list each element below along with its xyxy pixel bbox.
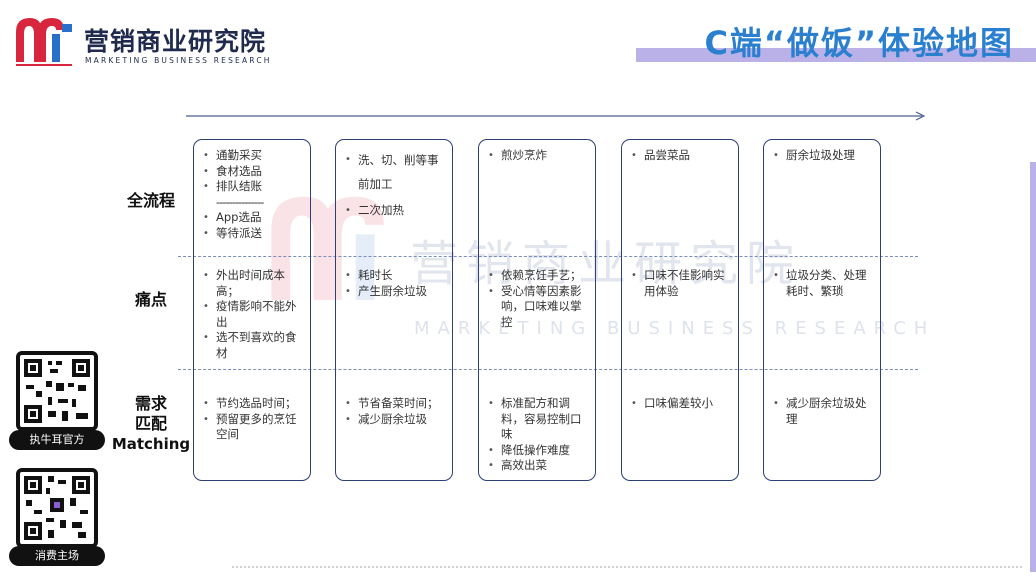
pain-cell: 口味不佳影响实用体验 (630, 268, 734, 299)
stage-column-purchase: 通勤采买 食材选品 排队结账 --------------- App选品 等待派… (193, 139, 311, 481)
list-item: 耗时长 (344, 268, 448, 284)
list-item: 洗、切、削等事前加工 (344, 148, 448, 196)
qr-caption-official: 执牛耳官方 (9, 430, 105, 450)
row-label-matching: 需求 匹配 Matching (110, 394, 192, 454)
right-accent-strip (1030, 162, 1036, 572)
list-item: 厨余垃圾处理 (772, 148, 876, 164)
qr-code-icon (24, 359, 90, 423)
list-item: 二次加热 (344, 203, 448, 219)
matching-cell: 标准配方和调料，容易控制口味 降低操作难度 高效出菜 (487, 396, 591, 474)
qr-code-icon (24, 476, 90, 540)
list-item: 标准配方和调料，容易控制口味 (487, 396, 591, 443)
matching-cell: 减少厨余垃圾处理 (772, 396, 876, 427)
watermark-text: 营销商业研究院 (410, 236, 803, 292)
list-item: 受心情等因素影响，口味难以掌控 (487, 284, 591, 331)
list-item: 产生厨余垃圾 (344, 284, 448, 300)
list-item: 外出时间成本高； (202, 268, 306, 299)
list-item: 预留更多的烹饪空间 (202, 412, 306, 443)
list-item: 降低操作难度 (487, 443, 591, 459)
list-item: 垃圾分类、处理耗时、繁琐 (772, 268, 876, 299)
row-label-matching-en: Matching (111, 435, 191, 453)
pain-cell: 垃圾分类、处理耗时、繁琐 (772, 268, 876, 299)
list-item: 依赖烹饪手艺； (487, 268, 591, 284)
flow-arrow-icon (186, 111, 926, 121)
stage-column-waste: 厨余垃圾处理 垃圾分类、处理耗时、繁琐 减少厨余垃圾处理 (763, 139, 881, 481)
title-accent-bar (636, 48, 1036, 62)
stage-column-prep: 洗、切、削等事前加工 二次加热 耗时长 产生厨余垃圾 节省备菜时间； 减少厨余垃… (335, 139, 453, 481)
process-cell: 厨余垃圾处理 (772, 148, 876, 164)
list-item: 煎炒烹炸 (487, 148, 591, 164)
list-item: 节省备菜时间； (344, 396, 448, 412)
row-label-matching-cn: 需求 匹配 (134, 394, 167, 433)
list-item: 减少厨余垃圾 (344, 412, 448, 428)
brand-logo-icon (16, 18, 72, 66)
list-item: App选品 (202, 210, 306, 226)
stage-column-tasting: 品尝菜品 口味不佳影响实用体验 口味偏差较小 (621, 139, 739, 481)
matching-cell: 节约选品时间； 预留更多的烹饪空间 (202, 396, 306, 443)
pain-cell: 外出时间成本高； 疫情影响不能外出 选不到喜欢的食材 (202, 268, 306, 361)
list-item: 口味不佳影响实用体验 (630, 268, 734, 299)
row-divider-2 (178, 369, 918, 370)
list-item: 减少厨余垃圾处理 (772, 396, 876, 427)
row-label-process: 全流程 (126, 191, 175, 210)
qr-code-consumer[interactable] (16, 468, 98, 548)
pain-cell: 依赖烹饪手艺； 受心情等因素影响，口味难以掌控 (487, 268, 591, 330)
brand-name: 营销商业研究院 (84, 27, 267, 56)
list-item: 食材选品 (202, 164, 306, 180)
process-cell: 通勤采买 食材选品 排队结账 --------------- App选品 等待派… (202, 148, 306, 241)
list-item: 品尝菜品 (630, 148, 734, 164)
list-item: 选不到喜欢的食材 (202, 330, 306, 361)
list-separator: --------------- (216, 194, 264, 209)
list-item: 节约选品时间； (202, 396, 306, 412)
process-cell: 洗、切、削等事前加工 二次加热 (344, 148, 448, 226)
qr-caption-consumer: 消费主场 (9, 546, 105, 566)
list-item: 排队结账 (202, 179, 306, 195)
matching-cell: 节省备菜时间； 减少厨余垃圾 (344, 396, 448, 427)
list-item: 疫情影响不能外出 (202, 299, 306, 330)
list-item: 高效出菜 (487, 458, 591, 474)
page-title: C端“做饭”体验地图 (704, 24, 1014, 62)
process-cell: 品尝菜品 (630, 148, 734, 164)
process-cell: 煎炒烹炸 (487, 148, 591, 164)
qr-code-official[interactable] (16, 351, 98, 431)
stage-column-cooking: 煎炒烹炸 依赖烹饪手艺； 受心情等因素影响，口味难以掌控 标准配方和调料，容易控… (478, 139, 596, 481)
list-item: 通勤采买 (202, 148, 306, 164)
brand-subtitle: MARKETING BUSINESS RESEARCH (85, 56, 272, 65)
row-divider-1 (178, 256, 918, 257)
row-label-pain: 痛点 (134, 290, 167, 309)
list-item: 等待派送 (202, 226, 306, 242)
matching-cell: 口味偏差较小 (630, 396, 734, 412)
pain-cell: 耗时长 产生厨余垃圾 (344, 268, 448, 299)
list-item: 口味偏差较小 (630, 396, 734, 412)
footer-dotted-line (232, 566, 1022, 568)
